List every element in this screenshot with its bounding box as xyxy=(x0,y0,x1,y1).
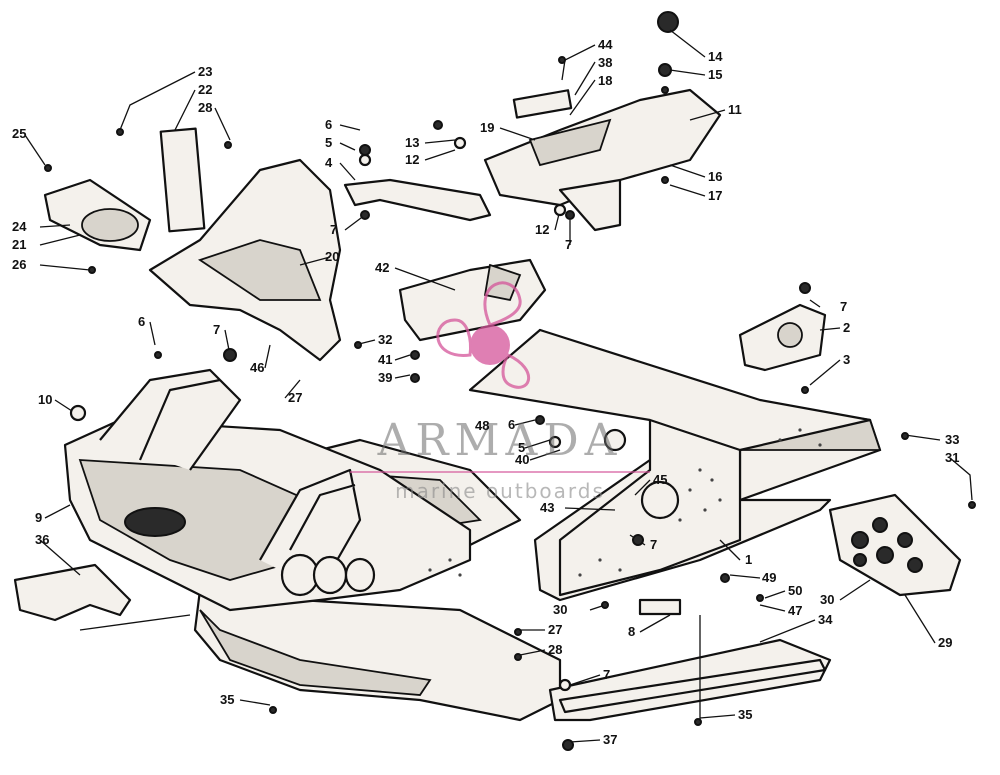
callout-9: 9 xyxy=(35,510,42,525)
callout-7-bottom: 7 xyxy=(603,667,610,682)
callout-41: 41 xyxy=(378,352,392,367)
callout-14: 14 xyxy=(708,49,723,64)
callout-1: 1 xyxy=(745,552,752,567)
callout-27-lower: 27 xyxy=(548,622,562,637)
callout-42: 42 xyxy=(375,260,389,275)
skid-plate xyxy=(828,493,962,597)
callout-39: 39 xyxy=(378,370,392,385)
callout-8: 8 xyxy=(628,624,635,639)
callout-5-center: 5 xyxy=(518,440,525,455)
watermark: ARMADA marine outboards xyxy=(350,281,650,503)
watermark-brand: ARMADA xyxy=(377,415,623,466)
callout-28-upper: 28 xyxy=(198,100,212,115)
callout-21: 21 xyxy=(12,237,26,252)
callout-31: 31 xyxy=(945,450,959,465)
callout-44: 44 xyxy=(598,37,613,52)
callout-28-lower: 28 xyxy=(548,642,562,657)
callout-24: 24 xyxy=(12,219,27,234)
callout-5-upper: 5 xyxy=(325,135,332,150)
callout-32: 32 xyxy=(378,332,392,347)
callout-16: 16 xyxy=(708,169,722,184)
bottom-pad xyxy=(13,563,132,622)
callout-45: 45 xyxy=(653,472,667,487)
callout-20: 20 xyxy=(325,249,339,264)
callout-15: 15 xyxy=(708,67,722,82)
callout-6-center: 6 xyxy=(508,417,515,432)
callouts: 44 38 18 14 15 11 19 13 12 16 17 12 7 23… xyxy=(12,37,959,747)
callout-40: 40 xyxy=(515,452,529,467)
callout-30-right: 30 xyxy=(820,592,834,607)
callout-29: 29 xyxy=(938,635,952,650)
mount-plate-right xyxy=(738,303,827,372)
callout-38: 38 xyxy=(598,55,612,70)
callout-50: 50 xyxy=(788,583,802,598)
leader-lines xyxy=(24,29,973,743)
callout-35-right: 35 xyxy=(738,707,752,722)
callout-43: 43 xyxy=(540,500,554,515)
callout-19: 19 xyxy=(480,120,494,135)
callout-3: 3 xyxy=(843,352,850,367)
callout-48: 48 xyxy=(475,418,489,433)
callout-7-frame: 7 xyxy=(650,537,657,552)
air-intake-housing xyxy=(43,127,342,362)
callout-10: 10 xyxy=(38,392,52,407)
dash-console xyxy=(483,11,722,232)
callout-49: 49 xyxy=(762,570,776,585)
propeller-logo-icon xyxy=(436,281,530,389)
chassis-frame xyxy=(63,328,882,722)
callout-25: 25 xyxy=(12,126,26,141)
engine-mount-bracket xyxy=(398,258,547,342)
callout-7-dash: 7 xyxy=(565,237,572,252)
callout-7-plate: 7 xyxy=(840,299,847,314)
callout-6-left: 6 xyxy=(138,314,145,329)
callout-46: 46 xyxy=(250,360,264,375)
fasteners xyxy=(44,56,976,751)
callout-13: 13 xyxy=(405,135,419,150)
callout-36: 36 xyxy=(35,532,49,547)
callout-23: 23 xyxy=(198,64,212,79)
callout-7-bracket: 7 xyxy=(330,222,337,237)
callout-17: 17 xyxy=(708,188,722,203)
callout-12-upper: 12 xyxy=(405,152,419,167)
callout-6-upper: 6 xyxy=(325,117,332,132)
callout-18: 18 xyxy=(598,73,612,88)
callout-33: 33 xyxy=(945,432,959,447)
callout-27-upper: 27 xyxy=(288,390,302,405)
callout-35-left: 35 xyxy=(220,692,234,707)
watermark-tagline: marine outboards xyxy=(395,479,605,503)
callout-30-left: 30 xyxy=(553,602,567,617)
callout-2: 2 xyxy=(843,320,850,335)
callout-37: 37 xyxy=(603,732,617,747)
callout-12-lower: 12 xyxy=(535,222,549,237)
callout-22: 22 xyxy=(198,82,212,97)
callout-47: 47 xyxy=(788,603,802,618)
callout-11: 11 xyxy=(728,102,742,117)
callout-7-left: 7 xyxy=(213,322,220,337)
callout-4: 4 xyxy=(325,155,333,170)
small-bracket xyxy=(638,598,682,616)
callout-26: 26 xyxy=(12,257,26,272)
callout-34: 34 xyxy=(818,612,833,627)
steering-bracket xyxy=(343,144,492,222)
